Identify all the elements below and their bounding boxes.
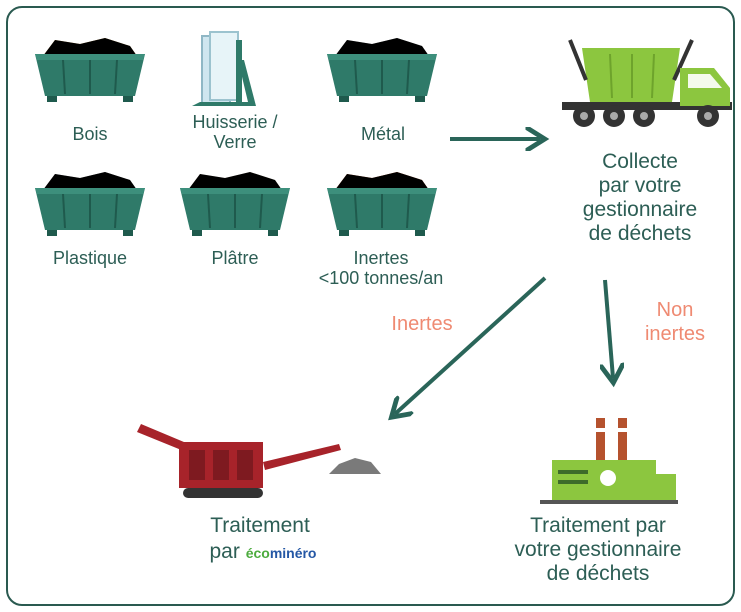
brand-part2: minéro [269, 545, 317, 561]
crusher-machine [137, 424, 381, 498]
skip-plastique [34, 171, 146, 237]
skip-metal [326, 37, 438, 103]
brand-part1: éco [245, 545, 270, 561]
treatment-left-title: Traitement [210, 514, 310, 537]
label-inertes-container: Inertes <100 tonnes/an [318, 248, 444, 288]
skip-inertes [326, 171, 438, 237]
ecomineiro-logo: écominéro [246, 545, 317, 561]
skip-platre [179, 171, 291, 237]
branch-inertes-label: Inertes [391, 313, 453, 335]
label-plastique: Plastique [52, 248, 128, 268]
treatment-left-par: par [209, 540, 240, 563]
label-platre: Plâtre [211, 248, 259, 268]
label-bois: Bois [72, 124, 108, 144]
label-huisserie-verre: Huisserie / Verre [192, 112, 278, 152]
branch-non-inertes-label: Non inertes [644, 299, 706, 345]
arrow-non-inertes [605, 279, 613, 378]
arrow-inertes [395, 276, 547, 414]
treatment-right-label: Traitement par votre gestionnaire de déc… [514, 514, 682, 585]
treatment-left-line2: par écominéro [178, 540, 348, 565]
collecte-label: Collecte par votre gestionnaire de déche… [582, 150, 698, 245]
factory [540, 418, 678, 504]
diagram-frame [6, 6, 735, 606]
collection-truck [562, 39, 732, 127]
glass-frame-rack [192, 31, 256, 106]
label-metal: Métal [360, 124, 405, 144]
skip-bois [34, 37, 146, 103]
